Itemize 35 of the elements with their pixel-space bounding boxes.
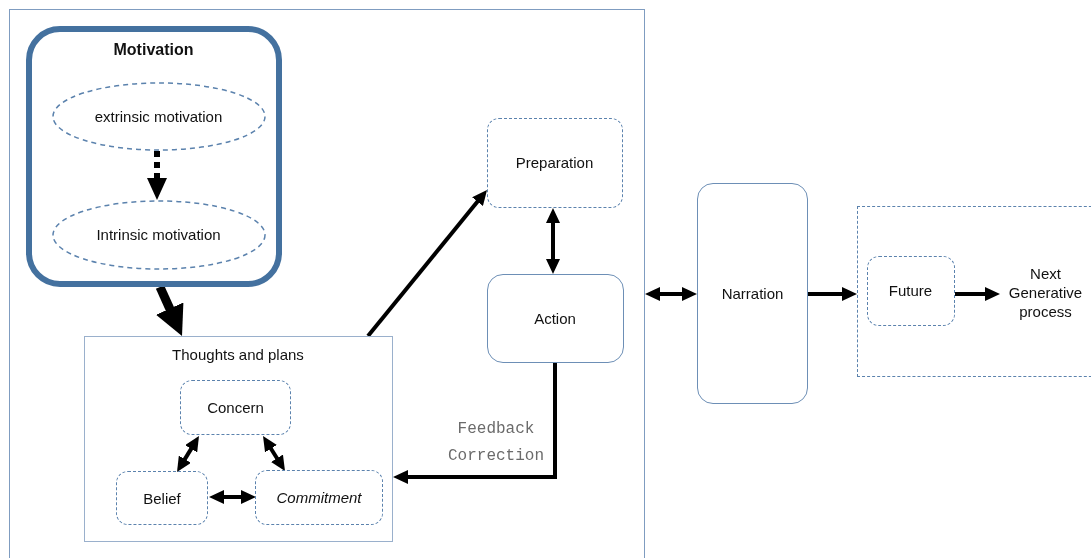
process-label: Next Generative process [999,251,1091,334]
node-text: Narration [721,284,784,303]
group-box [83,335,393,542]
group-box [857,206,1091,377]
arrow [546,208,560,274]
node-text: Belief [143,488,181,508]
process-box [255,470,383,525]
process-box [180,380,291,435]
arrow [209,490,256,504]
node-text: Future [888,281,933,300]
process-box [697,183,808,404]
node-text: Preparation [515,153,594,172]
process-box [486,117,623,208]
process-box [486,273,624,363]
arrow [393,363,557,484]
arrow [147,151,167,200]
node-text: Concern [207,398,264,417]
arrow [645,287,697,301]
process-ellipse [51,199,266,270]
arrow [263,436,285,471]
node-text: extrinsic motivation [94,106,223,126]
group-title: Motivation [113,39,194,59]
process-ellipse [51,81,266,151]
arrow [955,287,1000,301]
arrow [177,436,199,472]
node-text: Commitment [276,488,362,507]
node-text: Intrinsic motivation [96,225,221,244]
arrow [155,285,184,336]
process-box [866,255,955,326]
arrow [808,287,857,301]
group-box [25,25,282,287]
group-title: Thoughts and plans [172,344,304,364]
node-text: Action [534,308,576,328]
process-box [116,471,208,525]
arrow [366,190,487,338]
